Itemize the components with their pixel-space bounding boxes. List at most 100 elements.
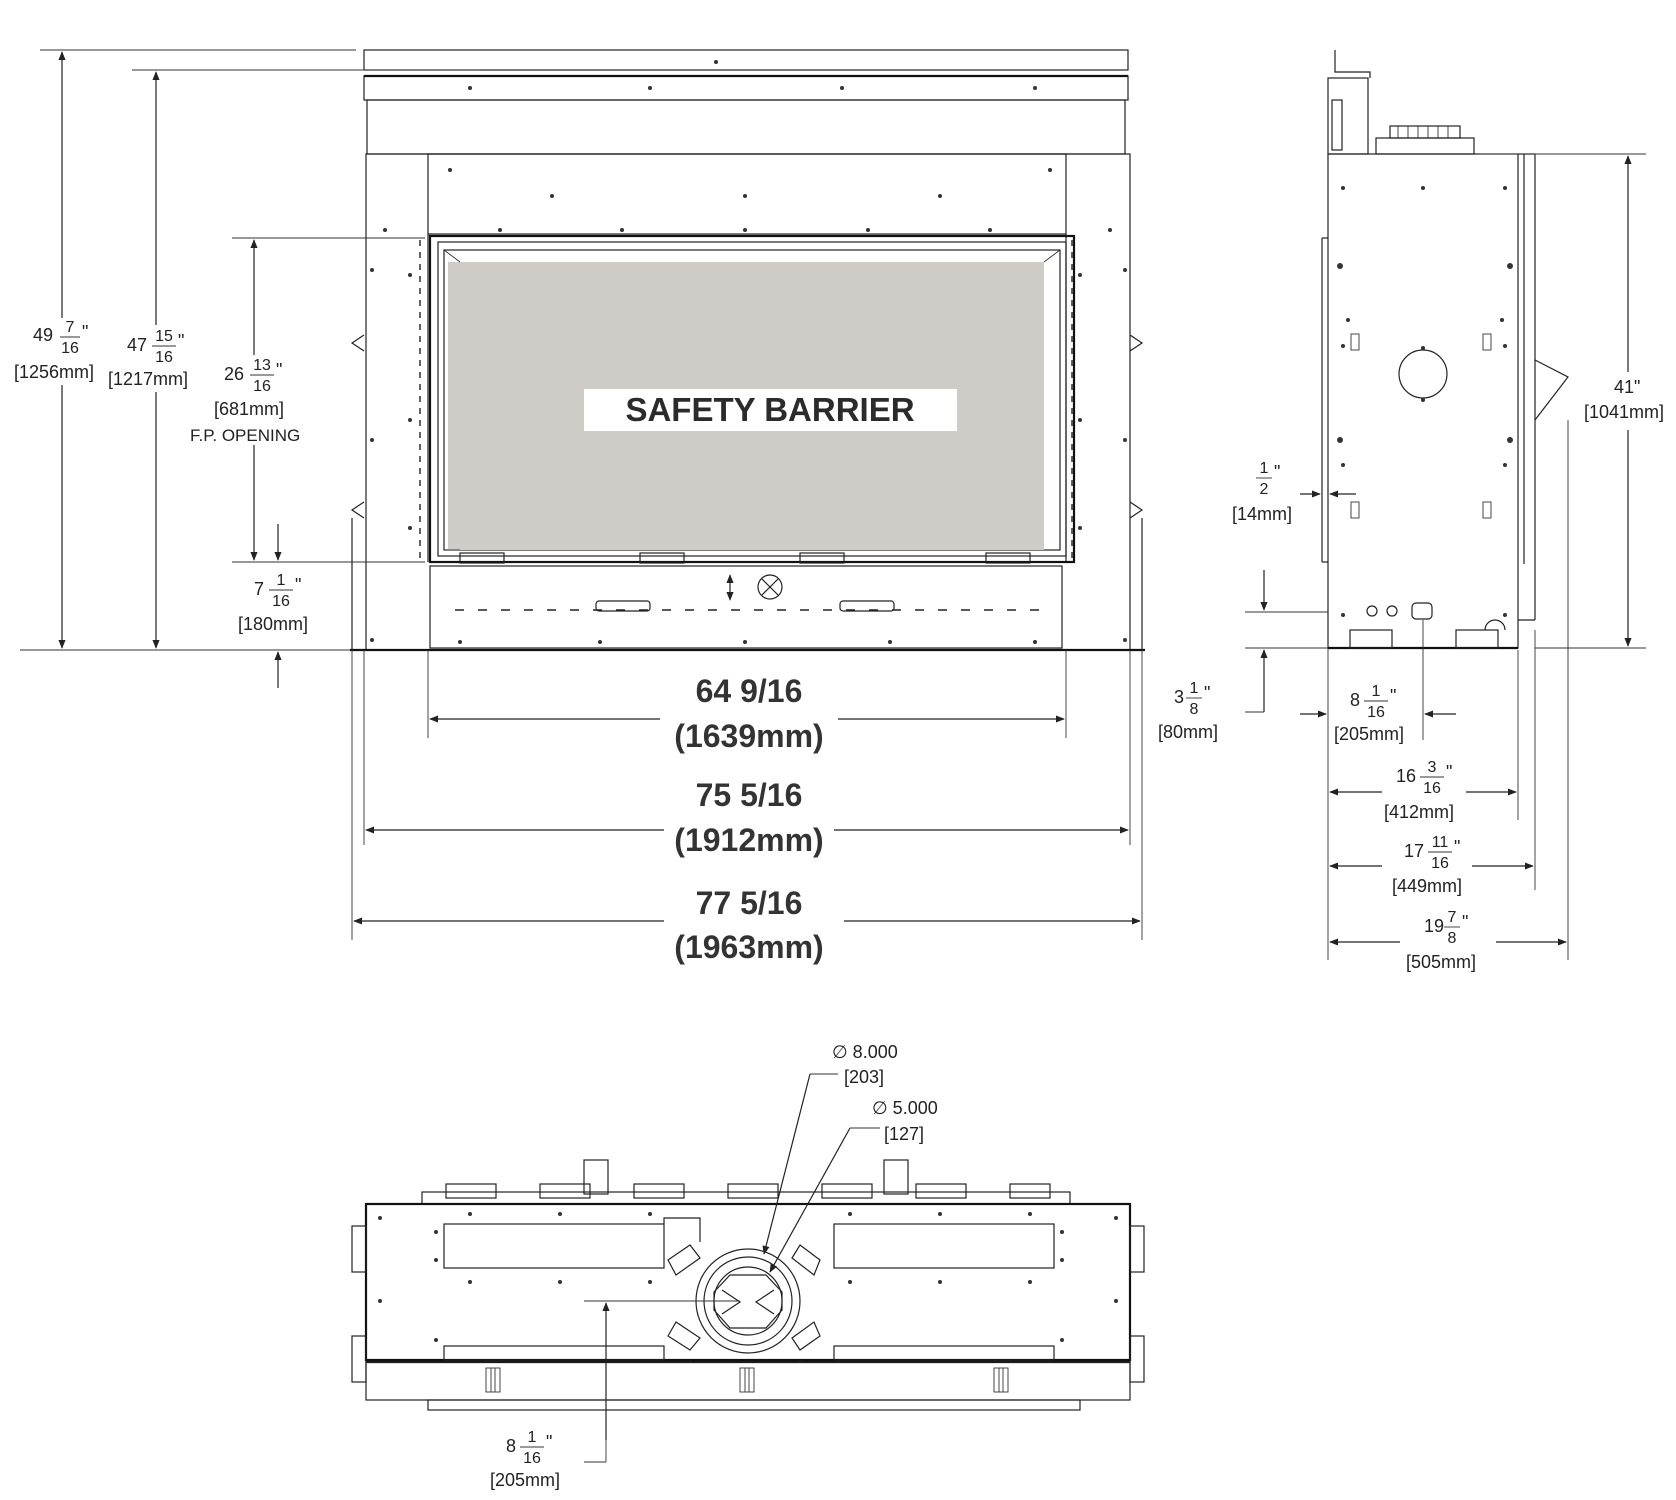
svg-text:": " [295,575,301,595]
svg-text:[127]: [127] [884,1124,924,1144]
safety-barrier-label: SAFETY BARRIER [625,391,914,428]
top-hood-band [363,75,1129,101]
svg-text:[412mm]: [412mm] [1384,802,1454,822]
svg-text:16: 16 [272,593,290,610]
svg-text:16: 16 [1367,704,1385,721]
safety-barrier-label-box [584,389,957,431]
svg-text:": " [1274,462,1280,482]
svg-text:1: 1 [277,572,286,589]
svg-text:16: 16 [523,1450,541,1467]
svg-text:[203]: [203] [844,1067,884,1087]
svg-text:1: 1 [1260,460,1269,477]
svg-text:8: 8 [1190,701,1199,718]
svg-text:13: 13 [253,357,271,374]
top-hood-front [366,99,1126,155]
lower-control-panel [429,565,1063,649]
svg-text:16: 16 [61,340,79,357]
side-view [1321,50,1569,650]
dim-side-depth-2: 17 11 16 " [449mm] [1392,834,1462,896]
svg-text:3: 3 [1428,759,1437,776]
svg-text:F.P. OPENING: F.P. OPENING [190,426,300,445]
dim-top-height: 47 15 16 " [1217mm] [108,328,188,389]
svg-text:[1256mm]: [1256mm] [14,362,94,382]
control-knob-icon [757,574,783,600]
dim-frame-width-imperial: 75 5/16 [696,777,803,813]
svg-text:1: 1 [528,1429,537,1446]
svg-text:[505mm]: [505mm] [1406,952,1476,972]
svg-text:2: 2 [1260,481,1269,498]
glass-frame [428,234,1076,564]
svg-text:": " [546,1432,552,1452]
dim-side-offset: 1 2 " [14mm] [1232,460,1292,524]
dim-top-inner-diameter: ∅ 5.000 [127] [872,1098,938,1144]
svg-text:∅ 8.000: ∅ 8.000 [832,1042,898,1062]
top-brackets [485,1367,1009,1393]
top-body [364,1202,1132,1362]
svg-text:[1041mm]: [1041mm] [1584,402,1664,422]
svg-text:": " [276,360,282,380]
dim-frame-width-metric: (1912mm) [674,822,823,858]
svg-text:7: 7 [254,579,264,599]
svg-text:[681mm]: [681mm] [214,399,284,419]
svg-text:1: 1 [1372,683,1381,700]
svg-text:[449mm]: [449mm] [1392,876,1462,896]
top-dimensions: ∅ 8.000 [203] ∅ 5.000 [127] 8 1 16 " [20… [490,1042,938,1490]
side-vent-collar [1375,137,1475,155]
side-dimensions: 41" [1041mm] 1 2 " [14mm] 3 1 8 " [80mm] [1158,153,1664,972]
svg-text:8: 8 [1448,930,1457,947]
svg-text:": " [1454,837,1460,857]
dim-side-base-offset: 3 1 8 " [80mm] [1158,680,1218,742]
svg-text:1: 1 [1190,680,1199,697]
svg-text:": " [178,331,184,351]
svg-text:19: 19 [1424,916,1444,936]
dim-overall-height: 49 7 16 " [1256mm] [14,319,94,382]
svg-text:41": 41" [1614,377,1640,397]
dim-opening-height: 26 13 16 " [681mm] F.P. OPENING [190,357,300,445]
svg-text:16: 16 [1423,780,1441,797]
svg-text:[205mm]: [205mm] [1334,724,1404,744]
svg-text:": " [1462,912,1468,932]
svg-text:8: 8 [1350,690,1360,710]
upper-panel [427,153,1067,235]
svg-text:[180mm]: [180mm] [238,614,308,634]
svg-text:16: 16 [155,349,173,366]
svg-text:17: 17 [1404,841,1424,861]
dim-opening-width-imperial: 64 9/16 [696,673,803,709]
dim-overall-width-metric: (1963mm) [674,929,823,965]
front-view: SAFETY BARRIER [350,49,1145,652]
dim-base-height: 7 1 16 " [180mm] [238,572,308,634]
top-view [351,1159,1145,1411]
svg-text:26: 26 [224,364,244,384]
dim-overall-width-imperial: 77 5/16 [696,885,803,921]
top-fastener-dots [378,1212,1118,1342]
front-fastener-dots [370,60,1127,644]
svg-text:16: 16 [253,378,271,395]
svg-text:11: 11 [1432,834,1449,851]
side-vent-port [1398,349,1448,399]
svg-text:7: 7 [1448,909,1457,926]
dim-side-depth-1: 16 3 16 " [412mm] [1384,759,1454,822]
svg-text:15: 15 [155,328,173,345]
svg-text:8: 8 [506,1436,516,1456]
svg-text:3: 3 [1174,687,1184,707]
svg-text:7: 7 [66,319,75,336]
svg-text:": " [82,322,88,342]
svg-text:": " [1390,686,1396,706]
svg-text:": " [1204,683,1210,703]
svg-text:16: 16 [1431,855,1449,872]
svg-text:16: 16 [1396,766,1416,786]
svg-text:∅ 5.000: ∅ 5.000 [872,1098,938,1118]
dim-top-outer-diameter: ∅ 8.000 [203] [832,1042,898,1087]
top-hood-rim [363,49,1129,71]
svg-text:49: 49 [33,325,53,345]
dim-side-vent-offset: 8 1 16 " [205mm] [1334,683,1404,744]
svg-text:[1217mm]: [1217mm] [108,369,188,389]
dim-side-height: 41" [1041mm] [1584,377,1664,422]
dim-side-depth-3: 19 7 8 " [505mm] [1406,909,1476,972]
svg-text:[205mm]: [205mm] [490,1470,560,1490]
dim-top-center-offset: 8 1 16 " [205mm] [490,1429,560,1490]
front-dimensions: 49 7 16 " [1256mm] 47 15 16 " [1217mm] 2… [14,49,1143,965]
dim-opening-width-metric: (1639mm) [674,718,823,754]
